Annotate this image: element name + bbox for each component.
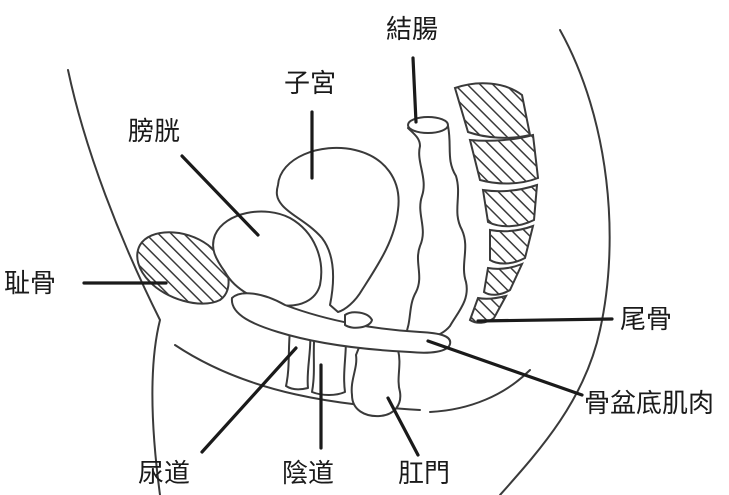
- bladder-leader: [180, 154, 260, 237]
- urethra-canal: [285, 329, 312, 391]
- label-urethra: 尿道: [138, 459, 190, 489]
- bladder: [212, 210, 323, 307]
- colon-opening: [407, 116, 449, 134]
- coccyx-leader: [476, 317, 614, 323]
- label-bladder: 膀胱: [128, 117, 180, 147]
- label-uterus: 子宮: [284, 69, 336, 99]
- urethra-leader: [200, 346, 298, 454]
- label-pelvic-floor: 骨盆底肌肉: [584, 389, 714, 419]
- label-anus: 肛門: [398, 459, 450, 489]
- label-vagina: 陰道: [282, 459, 334, 489]
- body-outline: [67, 29, 611, 495]
- pelvic-floor-leader: [426, 339, 584, 397]
- label-pubic-bone: 耻骨: [4, 269, 56, 299]
- pelvic-floor-band: [230, 292, 452, 354]
- colon: [404, 121, 468, 340]
- sacrum-vertebrae: [453, 82, 540, 324]
- pelvic-floor-knot: [344, 311, 373, 329]
- label-colon: 結腸: [386, 15, 438, 45]
- uterus: [275, 146, 400, 313]
- label-coccyx: 尾骨: [620, 305, 672, 335]
- anus-leader: [386, 396, 420, 457]
- colon-leader: [411, 56, 418, 124]
- pubic-bone: [136, 231, 230, 305]
